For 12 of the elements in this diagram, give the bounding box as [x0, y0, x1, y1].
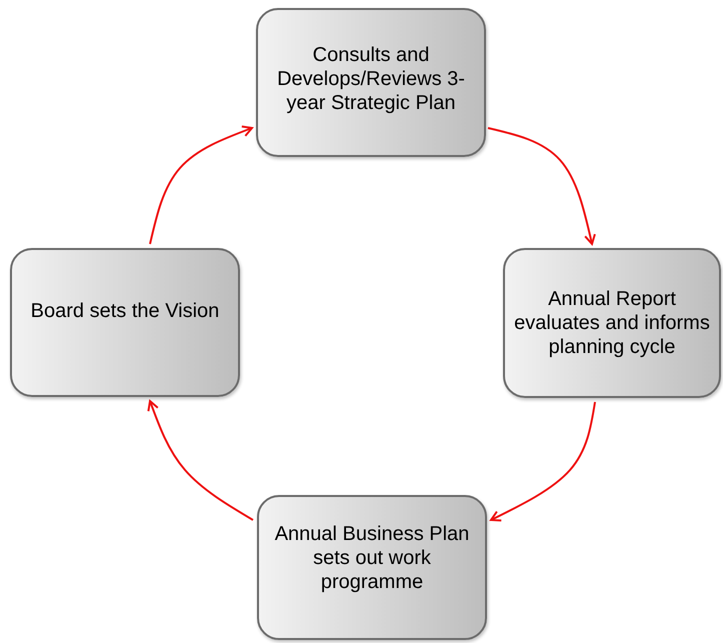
process-box	[10, 248, 240, 397]
box-text: Consults and Develops/Reviews 3-year Strategic Plan	[276, 42, 466, 114]
box-text: Annual Business Plan sets out work programme	[274, 522, 470, 594]
curved-arrow	[147, 400, 254, 521]
curved-arrow	[149, 126, 253, 244]
box-text: Board sets the Vision	[30, 298, 220, 322]
process-box	[257, 495, 487, 640]
process-box	[256, 8, 486, 157]
curved-arrow	[488, 127, 596, 245]
curved-arrow	[490, 402, 596, 522]
box-text: Annual Report evaluates and informs planning cycle	[513, 287, 711, 359]
process-box	[503, 248, 721, 398]
